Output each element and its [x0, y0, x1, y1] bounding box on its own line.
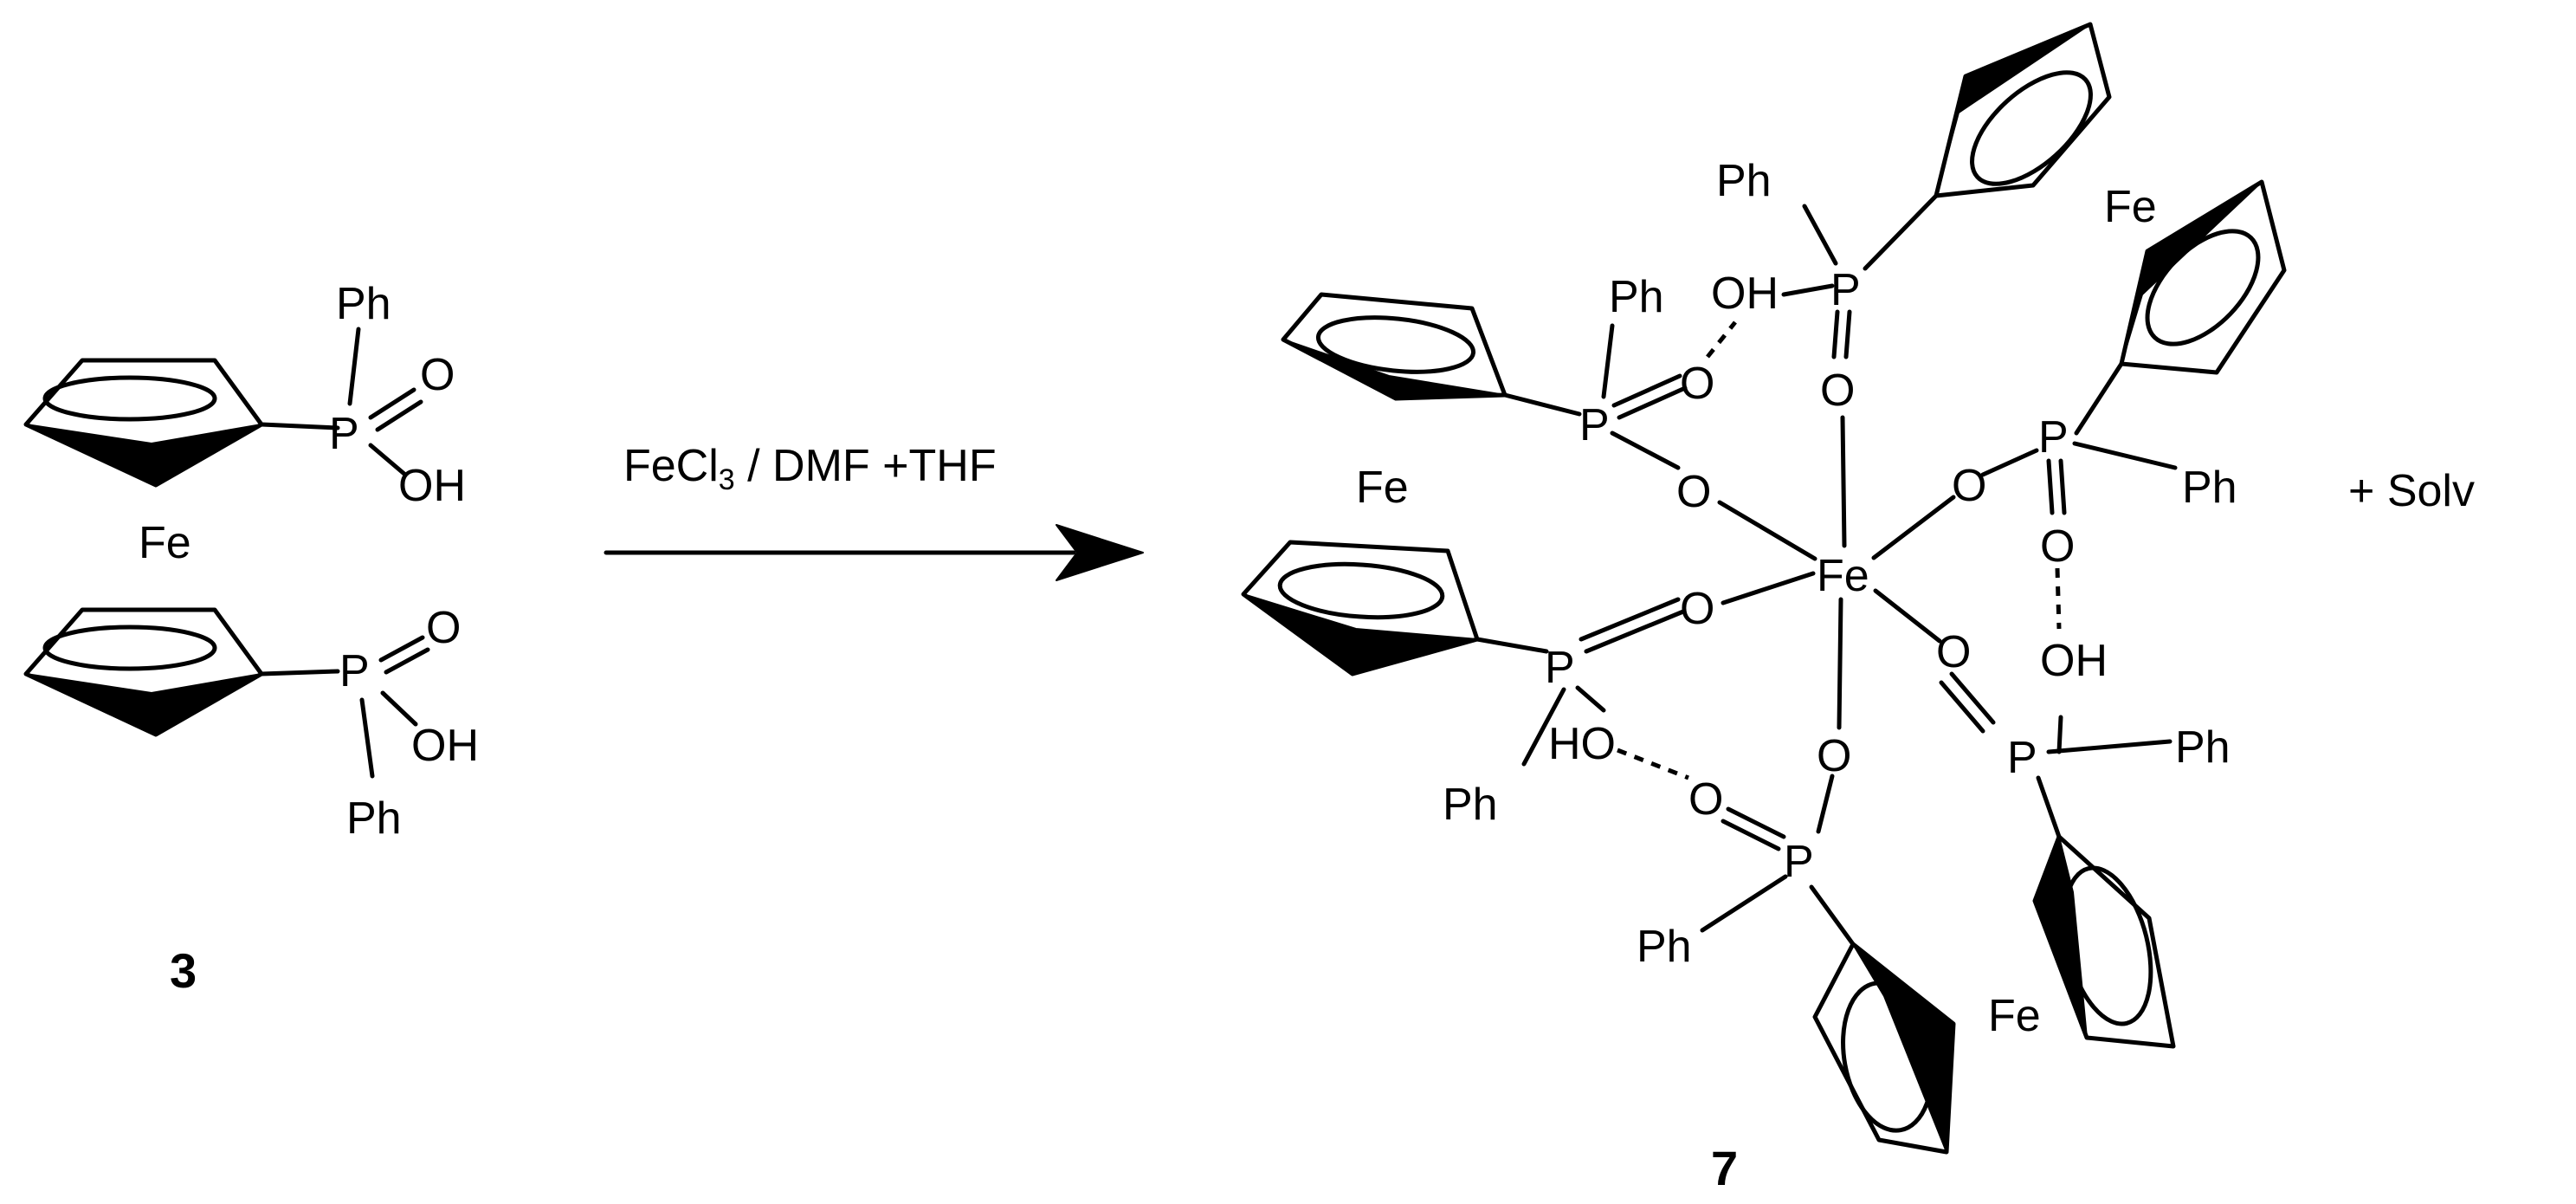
- reagent-conditions: FeCl3 / DMF +THF: [623, 441, 997, 496]
- phenyl-label: Ph: [336, 279, 391, 329]
- iron-label: Fe: [1356, 463, 1409, 513]
- product-7: Fe O O O O O O P Ph O OH Fe P Ph: [1241, 22, 2287, 1195]
- phenyl-label: Ph: [1716, 156, 1772, 206]
- phenyl-label: Ph: [346, 793, 402, 844]
- phosphorus-label: P: [1830, 265, 1861, 315]
- cyclopentadienyl-ring-middle-left: [1241, 540, 1480, 676]
- phosphorus-label: P: [1545, 643, 1575, 693]
- cyclopentadienyl-ring-top: [23, 358, 264, 488]
- cyclopentadienyl-ring-bottom: [1812, 942, 1956, 1155]
- cyclopentadienyl-ring-lower-right: [2032, 834, 2176, 1049]
- iron-label: Fe: [139, 518, 191, 568]
- reactant-3: P Ph O OH Fe P O OH Ph 3: [23, 279, 479, 998]
- phenyl-label: Ph: [2175, 722, 2231, 773]
- cyclopentadienyl-ring-bottom: [23, 607, 264, 737]
- cyclopentadienyl-ring-top: [1934, 22, 2112, 198]
- reaction-arrow: FeCl3 / DMF +THF: [604, 441, 1144, 581]
- hydroxyl-label: OH: [411, 721, 479, 771]
- oxygen-label: O: [2040, 521, 2075, 572]
- oxygen-label: O: [1820, 366, 1855, 416]
- solvent-label: + Solv: [2348, 466, 2475, 516]
- oxygen-label: O: [1680, 584, 1714, 634]
- phosphorus-label: P: [329, 409, 359, 459]
- hydroxyl-label: OH: [2040, 636, 2108, 686]
- oxygen-label: O: [1817, 731, 1851, 781]
- phosphorus-label: P: [339, 646, 370, 696]
- phenyl-label: Ph: [1609, 272, 1664, 322]
- hydroxy-label: HO: [1548, 719, 1616, 769]
- oxygen-label: O: [1936, 627, 1971, 677]
- compound-number-7: 7: [1711, 1141, 1738, 1195]
- oxygen-label: O: [1688, 774, 1723, 825]
- phenyl-label: Ph: [1637, 922, 1692, 972]
- oxygen-label: O: [1676, 467, 1711, 517]
- oxygen-label: O: [1680, 359, 1714, 409]
- central-iron-label: Fe: [1817, 551, 1869, 601]
- arrow-head: [1056, 524, 1144, 581]
- phenyl-label: Ph: [2182, 463, 2237, 513]
- phosphorus-label: P: [2038, 412, 2069, 463]
- phosphorus-label: P: [1579, 400, 1610, 450]
- hydroxyl-label: OH: [398, 461, 466, 511]
- oxygen-label: O: [420, 350, 455, 400]
- oxygen-label: O: [426, 603, 461, 653]
- compound-number-3: 3: [170, 943, 197, 998]
- cyclopentadienyl-ring-upper-right: [2119, 179, 2287, 375]
- phenyl-label: Ph: [1443, 780, 1498, 830]
- iron-label: Fe: [1988, 991, 2041, 1041]
- hydroxyl-label: OH: [1711, 269, 1779, 319]
- cyclopentadienyl-ring-upper-left: [1281, 292, 1508, 401]
- iron-label: Fe: [2104, 182, 2157, 232]
- oxygen-label: O: [1952, 461, 1986, 511]
- phosphorus-label: P: [2007, 733, 2037, 783]
- phosphorus-label: P: [1784, 837, 1814, 887]
